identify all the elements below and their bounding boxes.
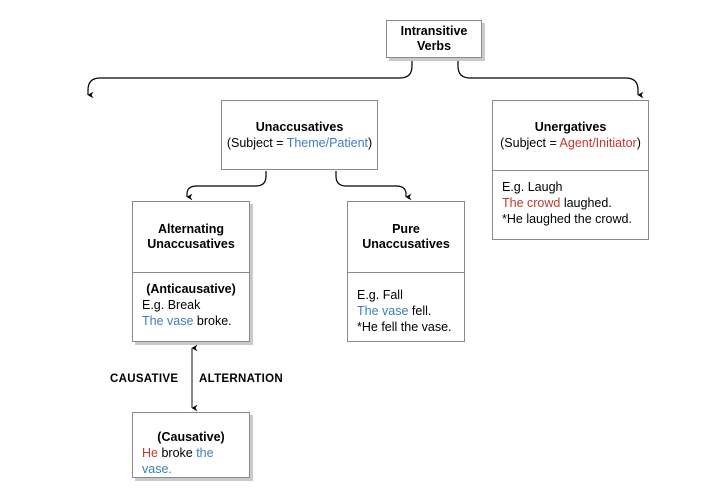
- anticausative-label: (Anticausative): [146, 282, 236, 296]
- node-intransitive-verbs-line2: Verbs: [416, 39, 452, 53]
- unergatives-predicate: laughed.: [560, 196, 612, 210]
- unaccusatives-sub-suffix: ): [368, 135, 373, 150]
- unergatives-sub-suffix: ): [636, 136, 641, 150]
- node-pure-unaccusatives-head: Pure Unaccusatives: [348, 202, 464, 272]
- node-unergatives[interactable]: Unergatives (Subject = Agent/Initiator) …: [492, 100, 649, 240]
- alternating-subject-np: The vase: [142, 314, 194, 328]
- node-alternating-unaccusatives-head: Alternating Unaccusatives: [133, 202, 249, 272]
- node-intransitive-verbs-line1: Intransitive: [400, 24, 468, 38]
- unergatives-sub-prefix: (Subject =: [500, 136, 560, 150]
- node-unaccusatives[interactable]: Unaccusatives (Subject = Theme/Patient): [221, 100, 378, 170]
- alternating-example-verb-line: E.g. Break: [142, 298, 201, 312]
- causative-object-np: the vase.: [142, 446, 214, 476]
- label-causative: CAUSATIVE: [110, 373, 179, 385]
- node-unaccusatives-subject-line: (Subject = Theme/Patient): [227, 135, 372, 151]
- pure-heading-line2: Unaccusatives: [362, 237, 450, 251]
- connector-unaccusatives-to-pure: [335, 171, 412, 201]
- connector-root-to-unergatives: [457, 58, 644, 99]
- alternating-heading-line2: Unaccusatives: [147, 237, 235, 251]
- pure-ungrammatical-example: *He fell the vase.: [357, 320, 452, 334]
- alternating-heading-line1: Alternating: [158, 222, 224, 236]
- node-intransitive-verbs-head: Intransitive Verbs: [387, 21, 481, 57]
- node-unaccusatives-heading: Unaccusatives: [255, 119, 344, 134]
- causative-example-sentence: He broke the vase.: [142, 445, 240, 477]
- pure-predicate: fell.: [408, 304, 432, 318]
- node-intransitive-verbs[interactable]: Intransitive Verbs: [386, 20, 482, 58]
- label-alternation: ALTERNATION: [199, 373, 284, 385]
- unergatives-example-verb-line: E.g. Laugh: [502, 180, 563, 194]
- node-pure-unaccusatives-body: E.g. Fall The vase fell. *He fell the va…: [348, 272, 464, 341]
- pure-subject-np: The vase: [357, 304, 409, 318]
- node-unergatives-head: Unergatives (Subject = Agent/Initiator): [493, 101, 648, 170]
- node-alternating-unaccusatives[interactable]: Alternating Unaccusatives (Anticausative…: [132, 201, 250, 342]
- node-unergatives-heading: Unergatives: [534, 120, 607, 134]
- node-alternating-unaccusatives-body: (Anticausative) E.g. Break The vase brok…: [133, 272, 249, 335]
- pure-example-verb-line: E.g. Fall: [357, 288, 403, 302]
- unergatives-theta-role: Agent/Initiator: [559, 136, 637, 150]
- unergatives-grammatical-example: The crowd laughed.: [502, 195, 639, 211]
- alternating-grammatical-example: The vase broke.: [142, 313, 240, 329]
- connector-unaccusatives-to-alternating: [186, 171, 267, 201]
- connector-root-to-unaccusatives: [87, 58, 413, 99]
- pure-grammatical-example: The vase fell.: [357, 303, 455, 319]
- alternating-predicate: broke.: [193, 314, 232, 328]
- node-unaccusatives-head: Unaccusatives (Subject = Theme/Patient): [222, 101, 377, 169]
- causative-verb: broke: [157, 446, 197, 460]
- causative-label: (Causative): [157, 430, 225, 444]
- causative-subject-np: He: [142, 446, 158, 460]
- node-causative[interactable]: (Causative) He broke the vase.: [132, 412, 250, 478]
- unaccusatives-theta-role: Theme/Patient: [286, 135, 368, 150]
- node-unergatives-body: E.g. Laugh The crowd laughed. *He laughe…: [493, 170, 648, 233]
- unergatives-ungrammatical-example: *He laughed the crowd.: [502, 212, 632, 226]
- pure-heading-line1: Pure: [392, 222, 420, 236]
- node-causative-body: (Causative) He broke the vase.: [133, 413, 249, 483]
- unaccusatives-sub-prefix: (Subject =: [226, 135, 287, 150]
- node-unergatives-subject-line: (Subject = Agent/Initiator): [500, 135, 641, 151]
- unergatives-subject-np: The crowd: [502, 196, 561, 210]
- node-pure-unaccusatives[interactable]: Pure Unaccusatives E.g. Fall The vase fe…: [347, 201, 465, 342]
